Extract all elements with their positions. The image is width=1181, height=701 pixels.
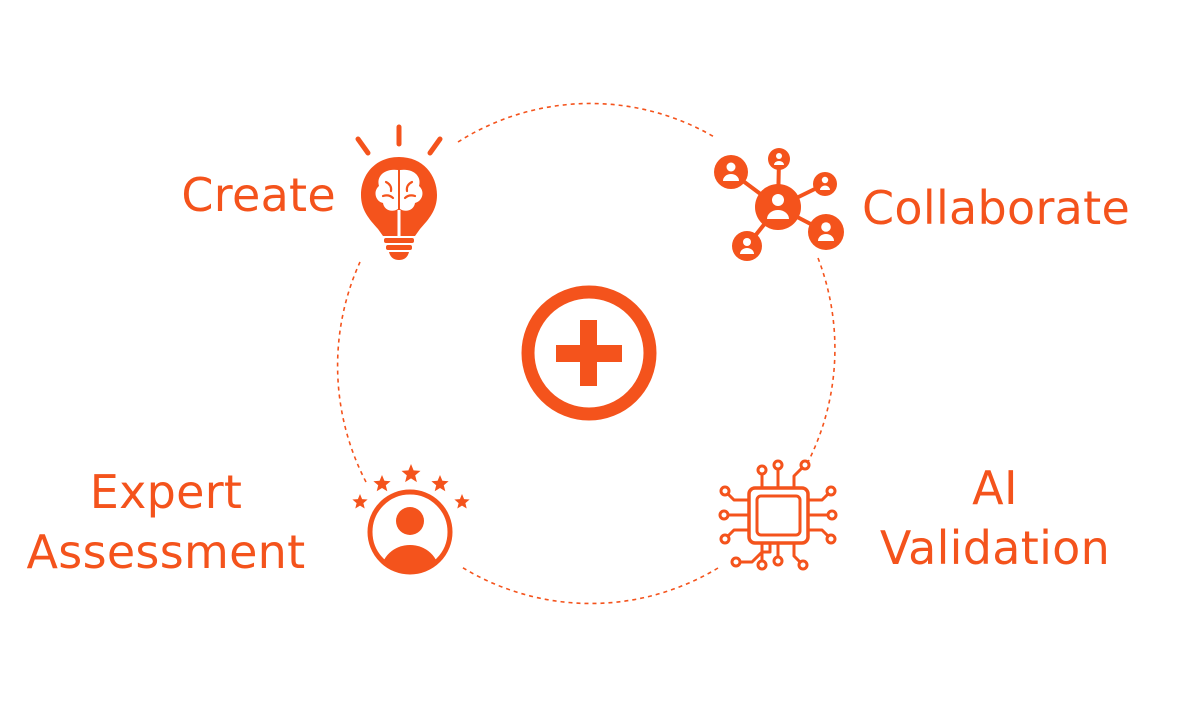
star-icon <box>431 475 449 492</box>
stage-label-ai-validation: AI Validation <box>850 458 1140 578</box>
cycle-ring <box>336 102 836 605</box>
circuit-chip-icon <box>718 459 838 571</box>
stage-label-expert-line2: Assessment <box>26 525 306 579</box>
plus-circle-icon <box>521 285 657 421</box>
rated-expert-icon <box>352 464 470 575</box>
stage-label-create-text: Create <box>181 168 336 222</box>
stage-label-create: Create <box>96 165 336 225</box>
star-icon <box>352 494 368 509</box>
stage-label-expert-assessment: Expert Assessment <box>0 462 332 582</box>
stage-label-expert-line1: Expert <box>89 465 243 519</box>
stage-label-collaborate: Collaborate <box>862 178 1130 238</box>
star-icon <box>401 464 421 483</box>
ring-arc-right <box>807 257 836 463</box>
ring-arc-left <box>336 261 367 483</box>
stage-label-collaborate-text: Collaborate <box>862 181 1131 235</box>
star-icon <box>373 475 391 492</box>
stage-label-ai-line2: Validation <box>879 521 1111 575</box>
ring-arc-bottom <box>459 565 719 605</box>
people-network-icon <box>714 148 844 261</box>
ring-arc-top <box>457 102 717 143</box>
brain-lightbulb-icon <box>355 124 443 260</box>
stage-label-ai-line1: AI <box>972 461 1018 515</box>
star-icon <box>454 494 470 509</box>
